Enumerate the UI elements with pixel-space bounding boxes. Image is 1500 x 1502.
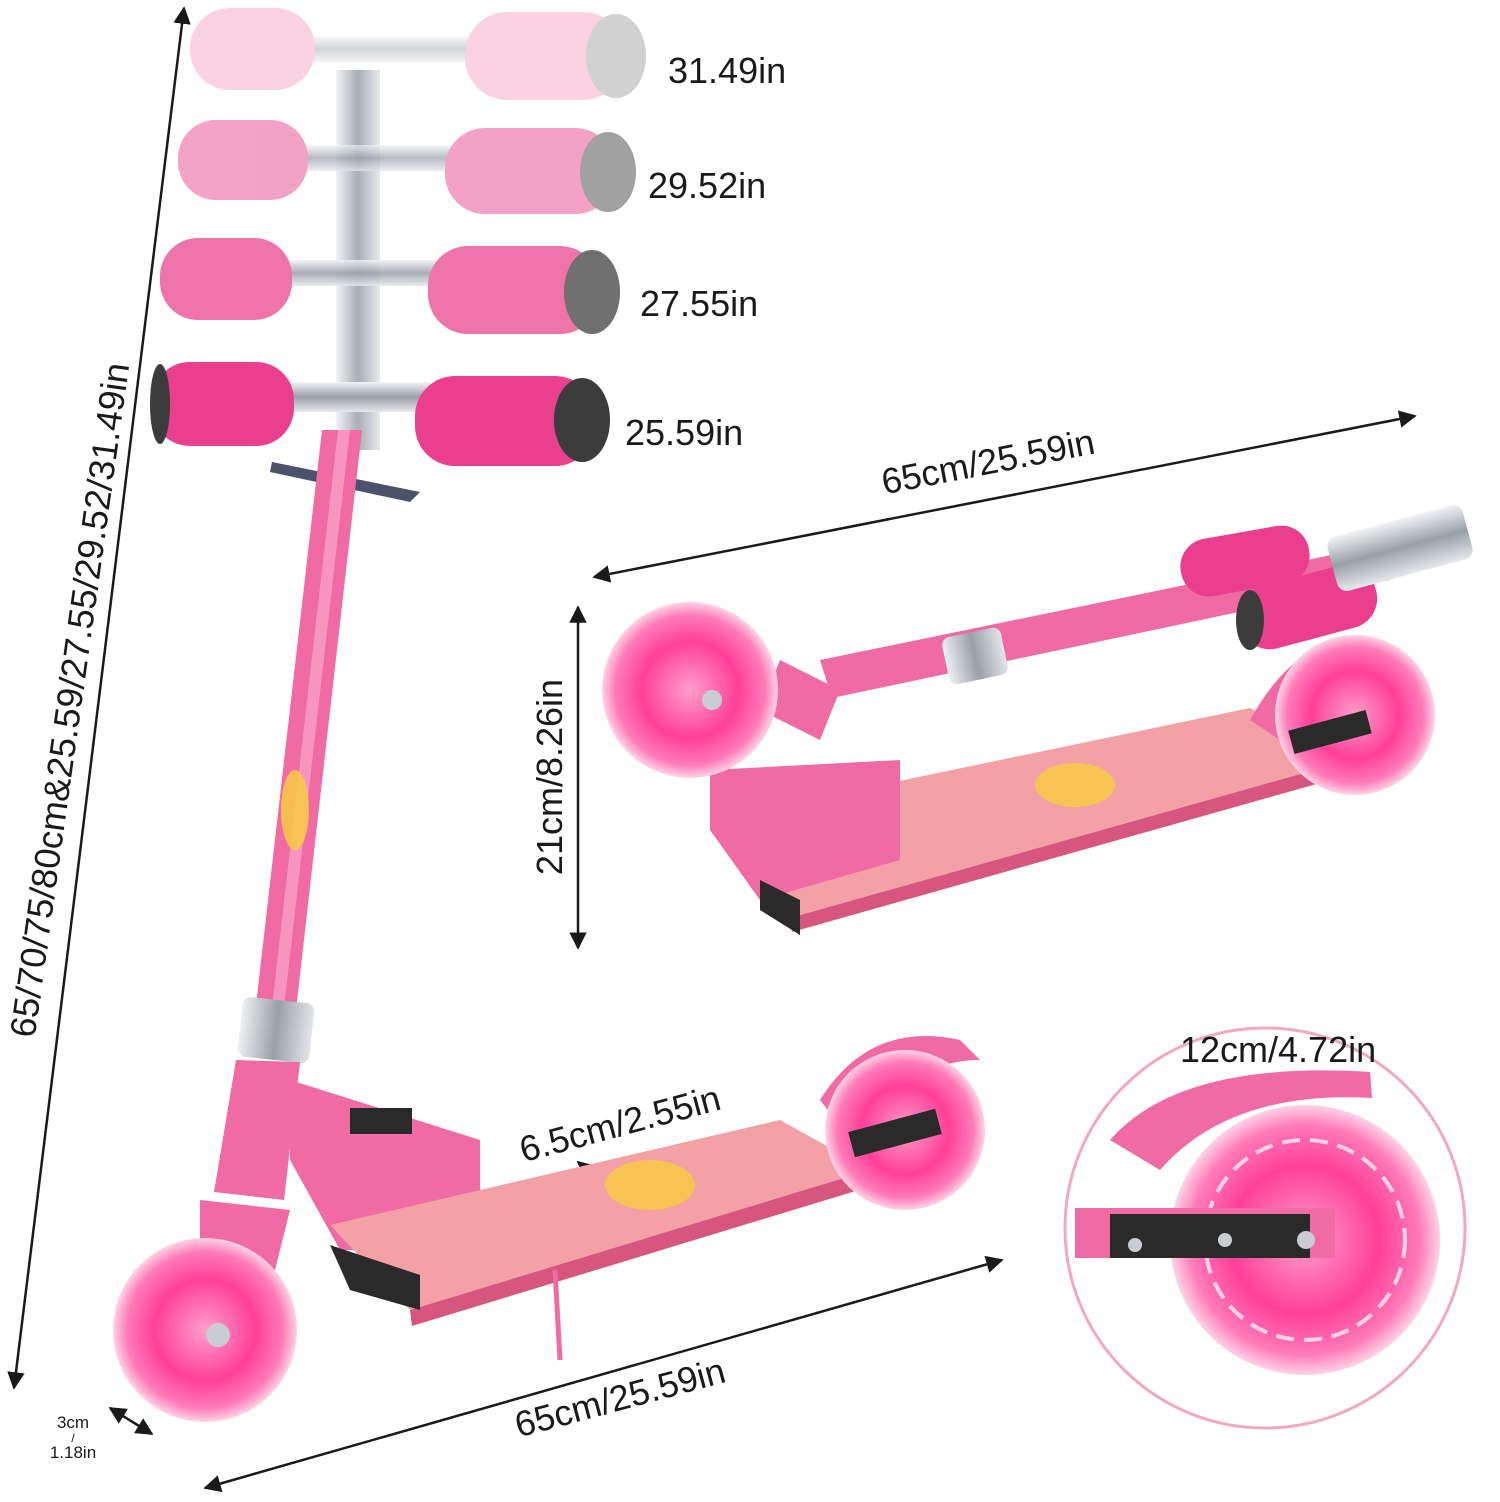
upright-scooter (113, 430, 985, 1422)
deck-clearance-sep: / (71, 1430, 75, 1445)
handle-height-label-3: 27.55in (640, 283, 759, 324)
folded-length-arrow (592, 410, 1417, 583)
handlebar-positions (150, 8, 646, 466)
deck-clearance-label: 3cm / 1.18in (42, 1414, 104, 1462)
folded-scooter (602, 505, 1473, 935)
handle-height-label-2: 29.52in (648, 165, 767, 206)
folded-height-label: 21cm/8.26in (529, 678, 570, 876)
handlebar-31in (190, 8, 646, 100)
deck-clearance-cm: 3cm (56, 1413, 90, 1432)
handle-height-label-4: 25.59in (625, 412, 744, 453)
base-length-arrow (203, 1255, 1004, 1493)
wheel-detail-inset (1063, 1026, 1467, 1430)
total-height-arrow (7, 6, 191, 1390)
handlebar-29in (178, 120, 636, 214)
dimension-arrows (7, 6, 1417, 1493)
deck-clearance-in: 1.18in (49, 1443, 97, 1463)
handle-height-label-1: 31.49in (668, 50, 787, 91)
handlebar-25in (150, 362, 610, 466)
handlebar-27in (160, 238, 620, 334)
clearance-arrow (108, 1406, 154, 1436)
wheel-diameter-label: 12cm/4.72in (1180, 1029, 1377, 1070)
